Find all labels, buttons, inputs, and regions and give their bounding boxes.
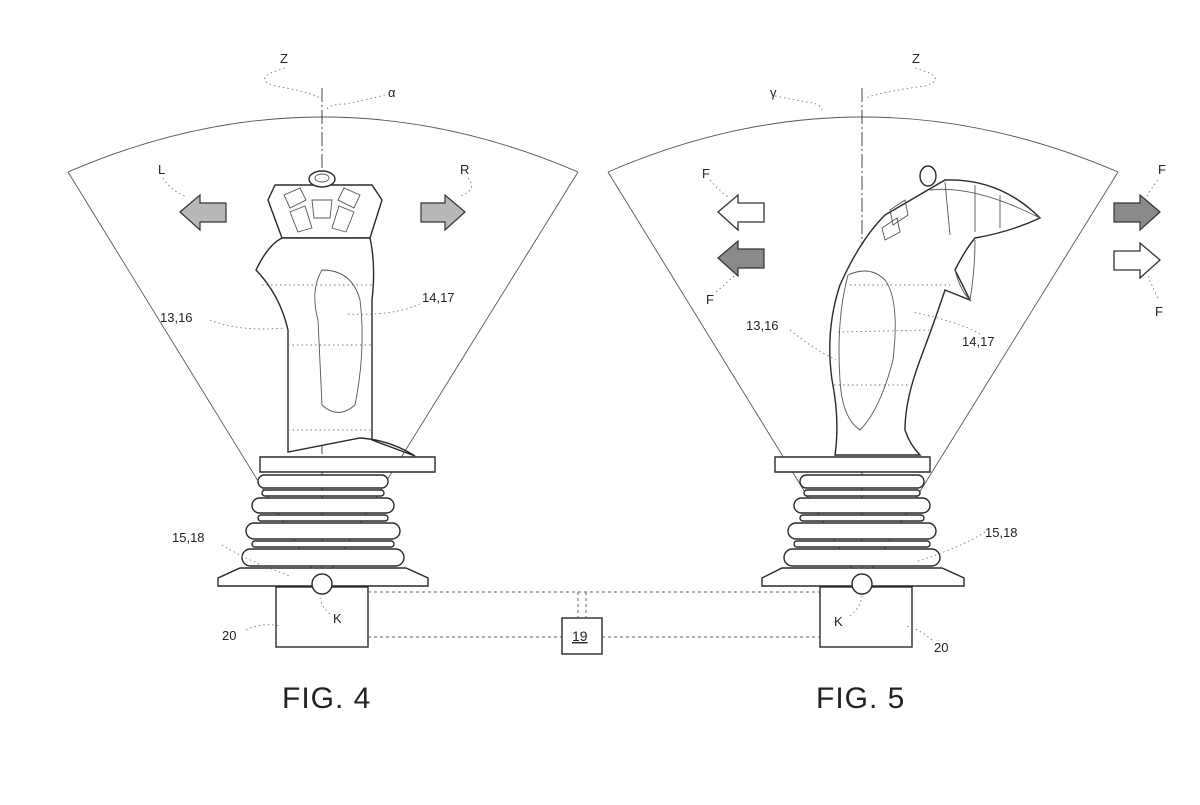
fig4-left-arrow <box>179 193 227 232</box>
fig5-force-arrow-right-bottom <box>1113 241 1161 280</box>
fig5-label-1417: 14,17 <box>962 334 995 349</box>
fig5-f-leader-left-bottom <box>715 273 737 293</box>
fig5-boot-ring-4 <box>783 548 941 567</box>
fig5-label-z: Z <box>912 51 920 66</box>
fig4-right-arrow <box>420 193 466 232</box>
fig4-boot-ring-3 <box>245 522 401 540</box>
fig5-k-leader <box>849 593 863 617</box>
fig4-label-l: L <box>158 162 165 177</box>
fig4-bellows-boot <box>217 474 429 587</box>
fig4-label-20: 20 <box>222 628 236 643</box>
fig5-grip-body <box>829 179 1042 456</box>
fig5-boot-gap-3 <box>793 540 931 548</box>
fig4-label-1316: 13,16 <box>160 310 193 325</box>
fig4-r-leader <box>459 177 473 197</box>
fig4-1417-leader <box>344 303 421 315</box>
controller-links: 19 <box>368 591 820 655</box>
fig4-label-1518: 15,18 <box>172 530 205 545</box>
fig5-z-leader <box>865 67 936 99</box>
fig5-force-arrow-left-bottom <box>717 239 765 278</box>
fig5-grip-base-plate <box>774 456 931 473</box>
fig5-1316-leader <box>789 329 837 361</box>
fig5-hat-switch <box>919 165 937 187</box>
fig4-button-right-upper <box>337 187 361 209</box>
fig4-hat-switch <box>308 170 336 188</box>
fig4-grip-base-plate <box>259 456 436 473</box>
fig4-label-k: K <box>333 611 342 626</box>
fig4-z-leader <box>264 67 321 99</box>
fig5-label-gamma: γ <box>770 85 777 100</box>
fig5-f-leader-left-top <box>709 179 731 199</box>
fig4-pivot-k <box>311 573 333 595</box>
fig5-pivot-k <box>851 573 873 595</box>
fig5-label-f-right-bottom: F <box>1155 304 1163 319</box>
fig4-caption: FIG. 4 <box>282 682 371 715</box>
fig4-20-leader <box>245 624 281 631</box>
fig4-boot-gap-2 <box>257 514 389 522</box>
fig4-base-housing <box>275 586 369 648</box>
fig5-bellows-boot <box>761 474 965 587</box>
fig4-button-center <box>311 199 333 219</box>
fig5-1518-leader <box>914 531 986 563</box>
fig4-boot-gap-3 <box>251 540 395 548</box>
fig4-grip-finger-rest <box>314 269 363 413</box>
fig5-boot-ring-2 <box>793 497 931 514</box>
fig5-side-buttons <box>881 199 909 241</box>
fig5-gamma-leader <box>774 95 823 111</box>
fig5-label-f-left-top: F <box>702 166 710 181</box>
fig4-button-left-lower <box>289 205 313 233</box>
fig4-grip-head <box>267 184 383 239</box>
figure-5: Z γ F F F F 13,16 14,17 15,18 K 20 FIG. … <box>607 51 1166 715</box>
fig4-label-z: Z <box>280 51 288 66</box>
fig5-force-arrow-left-top <box>717 193 765 232</box>
fig4-alpha-leader <box>325 94 386 111</box>
fig4-label-r: R <box>460 162 469 177</box>
fig5-label-f-left-bottom: F <box>706 292 714 307</box>
fig5-f-leader-right-bottom <box>1147 275 1159 299</box>
fig4-boot-ring-2 <box>251 497 395 514</box>
fig5-trigger <box>954 239 976 301</box>
fig5-base-housing <box>819 586 913 648</box>
fig5-grip-section-2 <box>837 329 931 333</box>
fig4-button-right-lower <box>331 205 355 233</box>
fig4-hat-ring <box>314 173 330 183</box>
fig5-boot-ring-1 <box>799 474 925 489</box>
figure-4: Z α L R 13,16 14,17 15,18 K 20 FIG. 4 <box>67 51 579 715</box>
fig4-label-alpha: α <box>388 85 396 100</box>
fig4-button-left-upper <box>283 187 307 209</box>
fig4-boot-ring-1 <box>257 474 389 489</box>
fig5-boot-gap-2 <box>799 514 925 522</box>
controller-label-19: 19 <box>572 628 588 644</box>
fig4-1316-leader <box>209 319 286 330</box>
fig5-label-1518: 15,18 <box>985 525 1018 540</box>
fig5-force-arrow-right-top <box>1113 193 1161 232</box>
fig5-sector-arc <box>607 116 1119 173</box>
fig5-label-k: K <box>834 614 843 629</box>
fig4-grip-body <box>255 237 416 457</box>
controller-box-19 <box>561 617 603 655</box>
fig5-label-f-right-top: F <box>1158 162 1166 177</box>
fig5-thumb-rest <box>838 270 896 431</box>
fig5-boot-gap-1 <box>803 489 921 497</box>
fig4-l-leader <box>162 177 186 197</box>
fig4-boot-ring-4 <box>241 548 405 567</box>
fig5-label-20: 20 <box>934 640 948 655</box>
fig5-f-leader-right-top <box>1145 179 1159 199</box>
fig5-boot-ring-3 <box>787 522 937 540</box>
fig5-label-1316: 13,16 <box>746 318 779 333</box>
fig4-sector-arc <box>67 116 579 173</box>
fig5-grip-head-facet <box>929 181 1041 236</box>
fig5-1417-leader <box>911 311 981 335</box>
fig5-caption: FIG. 5 <box>816 682 905 715</box>
fig4-boot-gap-1 <box>261 489 385 497</box>
fig4-label-1417: 14,17 <box>422 290 455 305</box>
